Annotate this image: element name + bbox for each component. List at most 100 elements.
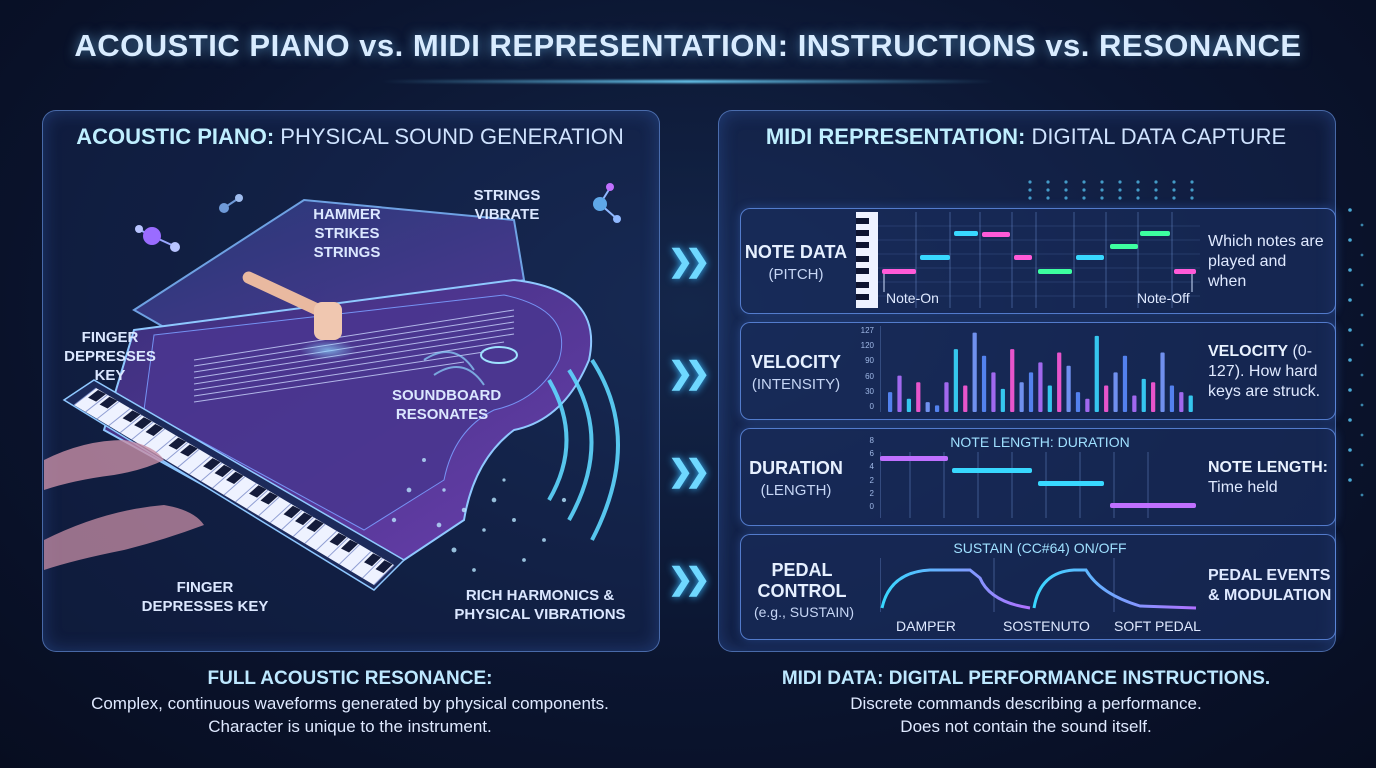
velocity-bar <box>982 356 986 412</box>
duration-name: DURATION <box>742 458 850 479</box>
note-bar <box>882 269 916 274</box>
acoustic-bottom-heading: FULL ACOUSTIC RESONANCE: <box>42 668 658 690</box>
axis-tick-label: 90 <box>865 356 874 365</box>
pedal-desc: PEDAL EVENTS & MODULATION <box>1208 566 1332 606</box>
axis-tick-label: 127 <box>861 326 874 335</box>
chevron-right-icon: ❯❯ <box>668 454 702 489</box>
pedal-damper-label: DAMPER <box>896 618 956 634</box>
velocity-bar <box>954 349 958 412</box>
midi-bottom-heading: MIDI DATA: DIGITAL PERFORMANCE INSTRUCTI… <box>718 668 1334 690</box>
velocity-name: VELOCITY <box>742 352 850 373</box>
midi-title-bold: MIDI REPRESENTATION: <box>766 124 1026 149</box>
note-on-label: Note-On <box>886 290 939 306</box>
molecule-top <box>219 194 243 213</box>
axis-tick-label: 4 <box>870 462 874 471</box>
axis-tick-label: 30 <box>865 387 874 396</box>
midi-bottom-line2: Does not contain the sound itself. <box>718 717 1334 737</box>
velocity-bar <box>1076 392 1080 412</box>
velocity-bar <box>1038 362 1042 412</box>
velocity-sub: (INTENSITY) <box>742 376 850 393</box>
velocity-bar <box>973 333 977 412</box>
title-glow-line <box>380 80 996 83</box>
duration-desc-rest: Time held <box>1208 479 1278 496</box>
velocity-bar <box>1020 382 1024 412</box>
pedal-curve <box>882 570 1030 608</box>
velocity-bar <box>1123 356 1127 412</box>
duration-desc: NOTE LENGTH: Time held <box>1208 458 1332 498</box>
velocity-bar <box>944 382 948 412</box>
label-finger-bottom: FINGER DEPRESSES KEY <box>140 578 270 616</box>
midi-bottom-line1: Discrete commands describing a performan… <box>718 694 1334 714</box>
velocity-bar <box>1170 386 1174 412</box>
velocity-bar <box>1029 372 1033 412</box>
velocity-desc: VELOCITY (0-127). How hard keys are stru… <box>1208 342 1332 402</box>
label-hammer: HAMMER STRIKES STRINGS <box>302 205 392 262</box>
note-data-sub: (PITCH) <box>742 266 850 283</box>
axis-tick-label: 2 <box>870 476 874 485</box>
velocity-desc-bold: VELOCITY <box>1208 343 1288 360</box>
pedal-chart <box>880 558 1200 614</box>
acoustic-panel-title: ACOUSTIC PIANO: PHYSICAL SOUND GENERATIO… <box>42 124 658 150</box>
label-finger-top: FINGER DEPRESSES KEY <box>60 328 160 385</box>
pedal-sub: (e.g., SUSTAIN) <box>742 604 866 620</box>
velocity-bar <box>1104 386 1108 412</box>
acoustic-bottom-line2: Character is unique to the instrument. <box>42 717 658 737</box>
hand-bottom <box>44 505 204 570</box>
velocity-bar <box>1057 352 1061 412</box>
chevron-right-icon: ❯❯ <box>668 562 702 597</box>
velocity-bar <box>1010 349 1014 412</box>
axis-tick-label: 120 <box>861 341 874 350</box>
duration-chart-title: NOTE LENGTH: DURATION <box>880 434 1200 450</box>
midi-panel-title: MIDI REPRESENTATION: DIGITAL DATA CAPTUR… <box>718 124 1334 150</box>
note-bar <box>1110 244 1138 249</box>
axis-tick-label: 60 <box>865 372 874 381</box>
duration-chart <box>880 452 1200 520</box>
note-data-desc: Which notes are played and when <box>1208 232 1328 292</box>
axis-tick-label: 0 <box>870 402 874 411</box>
duration-bar <box>880 456 948 461</box>
label-strings: STRINGS VIBRATE <box>462 186 552 224</box>
note-bar <box>920 255 950 260</box>
note-bar <box>1076 255 1104 260</box>
pedal-name: PEDAL CONTROL <box>742 560 862 602</box>
velocity-bar <box>1151 382 1155 412</box>
velocity-bar <box>907 399 911 412</box>
midi-title-rest: DIGITAL DATA CAPTURE <box>1025 124 1286 149</box>
note-bar <box>1038 269 1072 274</box>
page-title: ACOUSTIC PIANO vs. MIDI REPRESENTATION: … <box>0 28 1376 64</box>
velocity-bar <box>1189 395 1193 412</box>
velocity-bar <box>888 392 892 412</box>
velocity-bar <box>991 372 995 412</box>
velocity-bar <box>897 376 901 412</box>
velocity-bar <box>935 405 939 412</box>
acoustic-bottom-line1: Complex, continuous waveforms generated … <box>42 694 658 714</box>
note-data-name: NOTE DATA <box>742 242 850 263</box>
duration-bar <box>1038 481 1104 486</box>
pedal-soft-label: SOFT PEDAL <box>1114 618 1201 634</box>
duration-axis: 864220 <box>856 436 876 520</box>
acoustic-title-rest: PHYSICAL SOUND GENERATION <box>274 124 624 149</box>
duration-bar <box>952 468 1032 473</box>
duration-desc-bold: NOTE LENGTH: <box>1208 459 1328 476</box>
acoustic-title-bold: ACOUSTIC PIANO: <box>76 124 274 149</box>
molecule-right <box>593 183 621 223</box>
velocity-chart <box>880 326 1200 414</box>
pedal-curve <box>1034 570 1196 608</box>
duration-bar <box>1110 503 1196 508</box>
label-harmonics: RICH HARMONICS & PHYSICAL VIBRATIONS <box>440 586 640 624</box>
velocity-bar <box>1142 379 1146 412</box>
velocity-bar <box>926 402 930 412</box>
velocity-bar <box>1113 372 1117 412</box>
note-bar <box>982 232 1010 237</box>
note-bar <box>1140 231 1170 236</box>
velocity-bar <box>963 386 967 412</box>
duration-sub: (LENGTH) <box>742 482 850 499</box>
note-bar <box>1174 269 1196 274</box>
axis-tick-label: 6 <box>870 449 874 458</box>
chevron-right-icon: ❯❯ <box>668 356 702 391</box>
velocity-axis: 127 120 90 60 30 0 <box>856 326 876 414</box>
note-bar <box>954 231 978 236</box>
axis-tick-label: 2 <box>870 489 874 498</box>
pedal-sostenuto-label: SOSTENUTO <box>1003 618 1090 634</box>
velocity-bar <box>1001 389 1005 412</box>
